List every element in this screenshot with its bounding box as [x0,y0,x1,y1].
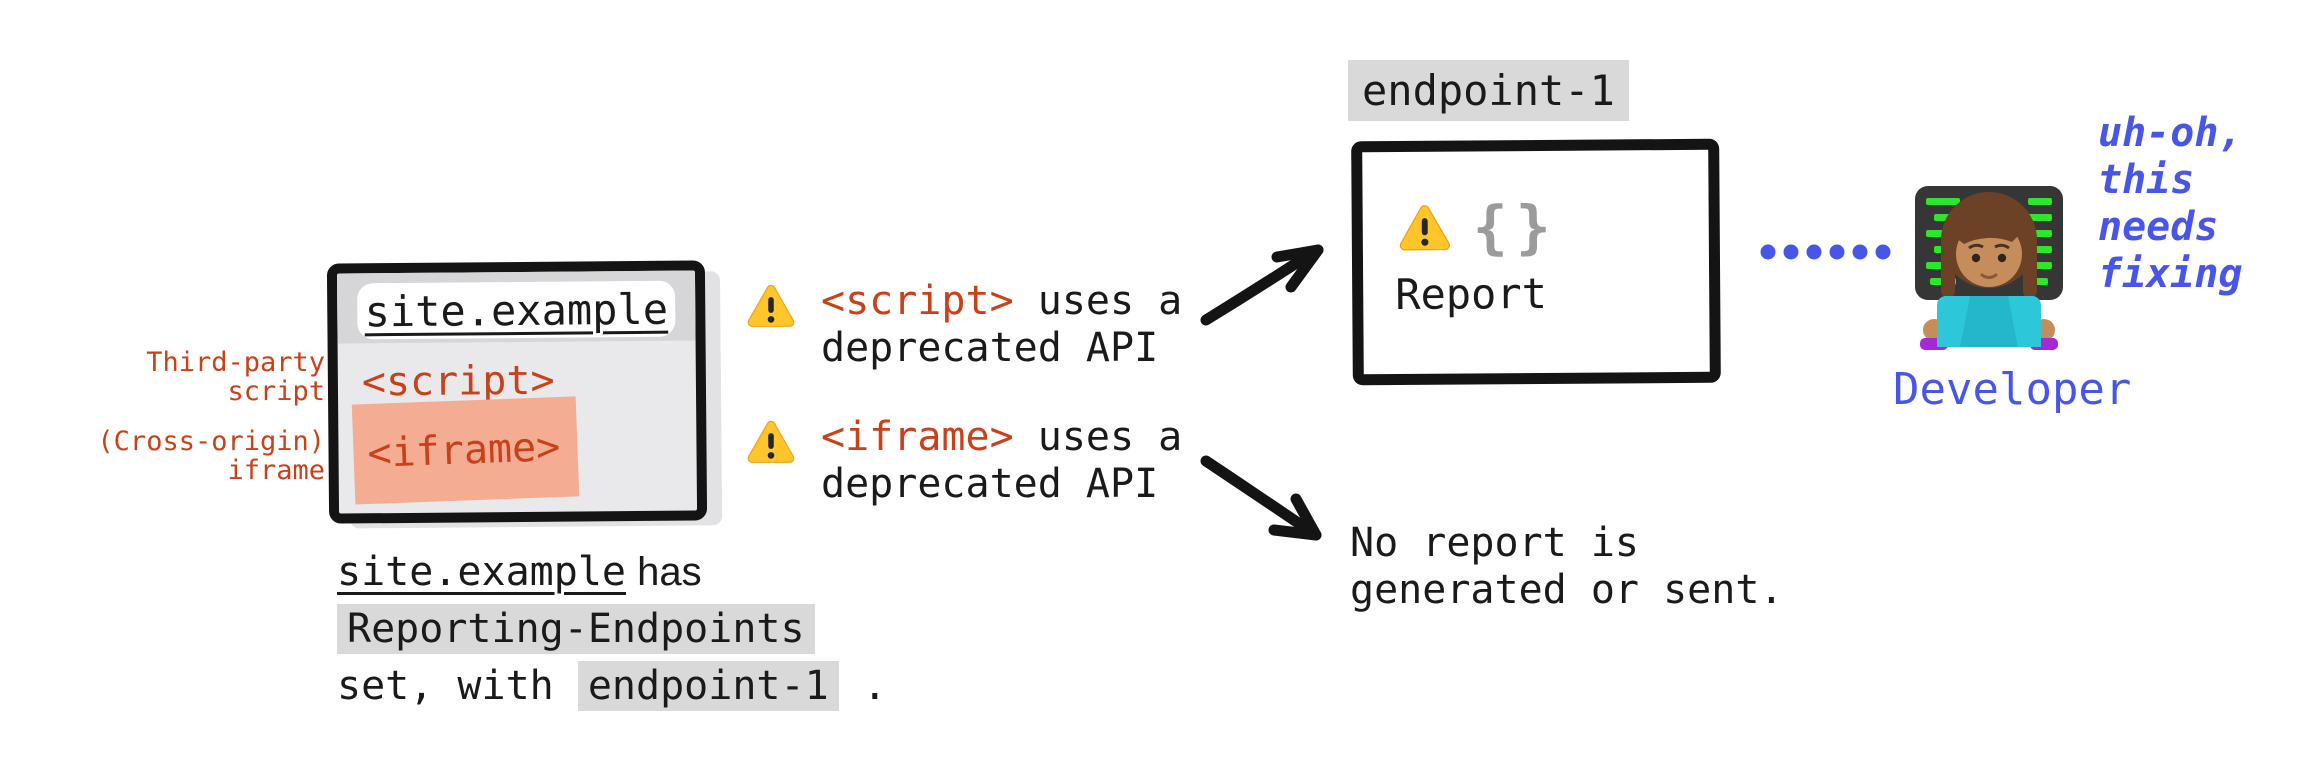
json-braces-icon: {} [1472,192,1559,262]
caption-site: site.example [337,549,626,595]
caption-line-1: site.example has [337,549,702,595]
endpoint-1-code: endpoint-1 [577,661,839,711]
developer-label: Developer [1893,364,2132,415]
browser-window: site.example <script> <iframe> [326,260,708,524]
iframe-tag-text: <iframe> [366,423,561,478]
script-warning-text: <script> uses a deprecated API [821,278,1183,371]
report-label: Report [1395,268,1548,319]
endpoint-box: {} Report [1351,138,1721,386]
no-report-text: No report is generated or sent. [1350,520,1784,613]
arrow-script-to-endpoint [1200,244,1324,326]
third-party-script-label: Third-party script [146,347,325,407]
reporting-endpoints-code: Reporting-Endpoints [337,604,815,654]
address-bar: site.example [357,280,676,340]
iframe-warning-text: <iframe> uses a deprecated API [821,414,1183,507]
warning-icon [747,421,795,463]
dotted-connector [1760,244,1891,260]
script-warning: <script> uses a deprecated API [745,278,1182,372]
warning-icon [1399,205,1450,251]
woman-technologist-emoji [1915,186,2063,350]
warning-icon [747,285,795,327]
arrow-iframe-to-no-report [1200,455,1322,541]
caption-line-2: Reporting-Endpoints [337,601,887,658]
caption-line-3: set, with endpoint-1 . [337,661,887,711]
endpoint-1-label: endpoint-1 [1348,60,1629,121]
address-text: site.example [364,284,669,336]
developer-thought-text: uh-oh, this needs fixing [2098,110,2243,297]
iframe-highlight: <iframe> [351,396,580,505]
iframe-warning: <iframe> uses a deprecated API [745,414,1182,508]
cross-origin-iframe-label: (Cross-origin) iframe [97,426,325,486]
report-icons: {} [1397,193,1559,262]
caption: site.example has Reporting-Endpoints set… [337,544,887,715]
